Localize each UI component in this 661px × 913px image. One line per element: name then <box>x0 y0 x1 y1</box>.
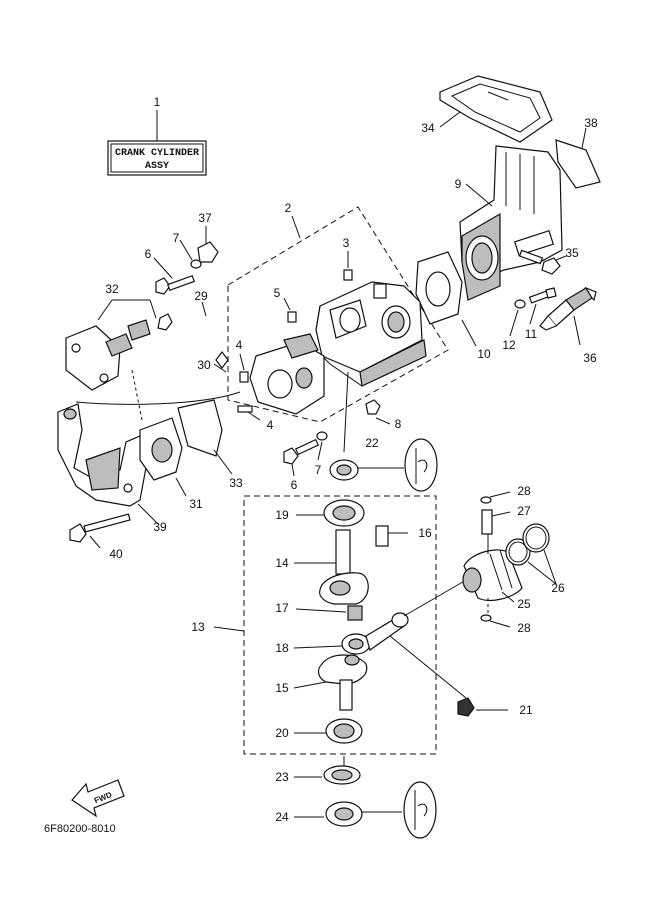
callout-3: 3 <box>343 236 350 250</box>
pin-4b <box>237 405 253 413</box>
callout-18: 18 <box>275 641 289 655</box>
callout-34: 34 <box>421 121 435 135</box>
callout-12: 12 <box>502 338 516 352</box>
callout-27: 27 <box>517 504 531 518</box>
detail-circle-24 <box>403 781 437 839</box>
crank-half-15 <box>317 654 368 711</box>
crankcase-2 <box>315 281 427 387</box>
nut-8 <box>365 399 381 415</box>
callout-32: 32 <box>105 282 119 296</box>
callout-17: 17 <box>275 601 289 615</box>
callout-33: 33 <box>229 476 243 490</box>
drawing-code: 6F80200-8010 <box>44 823 116 835</box>
piston-pin-27 <box>481 509 493 535</box>
spark-plug-36 <box>539 286 597 331</box>
gasket-34 <box>439 75 553 143</box>
callout-30: 30 <box>197 358 211 372</box>
bolt-6-upper <box>155 274 196 295</box>
clip-28-upper <box>480 496 492 504</box>
callout-28b: 28 <box>517 621 531 635</box>
callout-31: 31 <box>189 497 203 511</box>
piston-25 <box>462 549 523 601</box>
callout-39: 39 <box>153 520 167 534</box>
callout-14: 14 <box>275 556 289 570</box>
callout-7a: 7 <box>173 231 180 245</box>
gasket-10 <box>415 251 463 325</box>
clip-30 <box>215 351 229 369</box>
bolt-35 <box>518 249 561 275</box>
callout-8: 8 <box>395 417 402 431</box>
seal-22 <box>329 459 359 481</box>
callout-numbers: 1 2 3 4 4 5 6 6 7 7 8 9 10 11 12 13 14 1… <box>105 95 598 824</box>
piston-rings-26 <box>505 523 550 566</box>
callout-24: 24 <box>275 810 289 824</box>
callout-38: 38 <box>584 116 598 130</box>
callout-40: 40 <box>109 547 123 561</box>
dowel-5 <box>287 311 297 323</box>
plate-38 <box>555 139 601 189</box>
callout-29: 29 <box>194 289 208 303</box>
crank-half-14 <box>319 529 369 605</box>
pin-4a <box>239 371 249 383</box>
crankshaft-assembly-outline <box>243 495 437 755</box>
label-box-line1: CRANK CYLINDER <box>115 148 199 159</box>
detail-circle-22 <box>404 438 438 492</box>
crankcase-assembly-outline <box>227 206 449 423</box>
callout-6b: 6 <box>291 478 298 492</box>
label-assy-box: CRANK CYLINDER ASSY <box>107 140 207 176</box>
callout-4b: 4 <box>267 418 274 432</box>
plate-32 <box>65 313 173 391</box>
callout-35: 35 <box>565 246 579 260</box>
reed-valve-31 <box>139 417 183 481</box>
bearing-20 <box>325 718 363 744</box>
washer-7-upper <box>190 259 202 269</box>
bolt-40 <box>69 513 131 543</box>
intake-cover-39 <box>57 403 151 507</box>
callout-28a: 28 <box>517 484 531 498</box>
fwd-arrow-icon: FWD <box>71 779 125 818</box>
needle-bearing-17 <box>347 605 363 621</box>
seal-23 <box>323 765 361 785</box>
callout-36: 36 <box>583 351 597 365</box>
callout-4a: 4 <box>236 338 243 352</box>
callout-26: 26 <box>551 581 565 595</box>
bolt-6-lower <box>283 438 320 465</box>
callout-1: 1 <box>154 95 161 109</box>
callout-15: 15 <box>275 681 289 695</box>
clip-28-lower <box>480 614 492 622</box>
callout-22: 22 <box>365 436 379 450</box>
callout-10: 10 <box>477 347 491 361</box>
callout-9: 9 <box>455 177 462 191</box>
callout-16: 16 <box>418 526 432 540</box>
callout-37: 37 <box>198 211 212 225</box>
bearing-19 <box>323 499 365 527</box>
callout-11: 11 <box>525 327 538 341</box>
callout-7b: 7 <box>315 463 322 477</box>
crankcase-lower-half <box>249 333 325 415</box>
seal-24 <box>325 801 363 827</box>
connecting-rod-18 <box>341 612 409 655</box>
stud-3 <box>343 269 353 281</box>
gasket-33 <box>177 399 223 457</box>
callout-19: 19 <box>275 508 289 522</box>
label-box-line2: ASSY <box>145 161 169 172</box>
bolt-11 <box>528 287 557 304</box>
callout-23: 23 <box>275 770 289 784</box>
washer-12 <box>514 299 526 309</box>
callout-6a: 6 <box>145 247 152 261</box>
callout-13: 13 <box>191 620 205 634</box>
callout-25: 25 <box>517 597 531 611</box>
callout-5: 5 <box>274 286 281 300</box>
pin-16 <box>375 525 389 547</box>
callout-20: 20 <box>275 726 289 740</box>
bracket-37 <box>197 241 219 263</box>
nut-21 <box>457 697 475 717</box>
callout-21: 21 <box>519 703 533 717</box>
callout-2: 2 <box>285 201 292 215</box>
washer-7-lower <box>316 431 328 441</box>
cylinder-body-9 <box>459 145 563 301</box>
